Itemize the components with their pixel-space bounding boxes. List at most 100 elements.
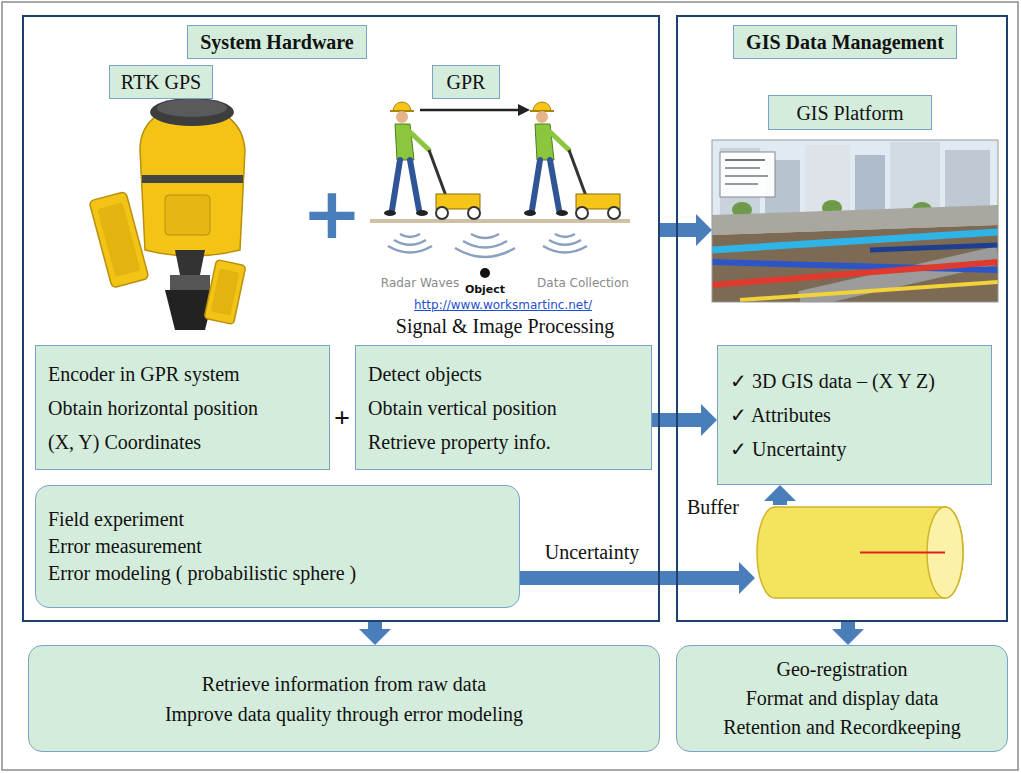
utility-pipe [740, 282, 998, 300]
radar-wave [388, 246, 432, 253]
radar-wave [463, 241, 507, 248]
radar-wave [394, 240, 426, 245]
antenna-top [157, 99, 227, 117]
box-text: Improve data quality through error model… [165, 699, 523, 729]
head [396, 111, 408, 123]
popup-line [725, 159, 765, 161]
output-box: ✓ 3D GIS data – (X Y Z)✓ Attributes✓ Unc… [717, 345, 992, 485]
leg [550, 160, 559, 210]
popup-line [725, 175, 768, 177]
box-text: (X, Y) Coordinates [48, 425, 317, 459]
radar-wave [455, 248, 515, 257]
popup-line [725, 167, 760, 169]
buffer-label: Buffer [687, 495, 739, 519]
box-text: Format and display data [746, 684, 939, 713]
gpr-operator [384, 102, 480, 219]
receiver-connector [175, 250, 205, 275]
info-popup [720, 152, 775, 197]
cylinder-shape [755, 505, 965, 600]
process-box: Field experimentError measurementError m… [35, 485, 520, 608]
cylinder-axis [860, 552, 945, 554]
utility-pipe [712, 262, 998, 285]
radar-waves [388, 234, 587, 257]
safety-vest [395, 124, 414, 160]
receiver-body [140, 105, 245, 256]
title-tag: GPR [432, 65, 500, 99]
tag-text: GIS Platform [796, 101, 903, 125]
title-tag: GIS Platform [768, 95, 932, 130]
cart-wheel [436, 207, 448, 219]
plus-sign: + [302, 177, 362, 249]
summary-box: Retrieve information from raw dataImprov… [28, 645, 660, 752]
antenna-cap [150, 98, 234, 126]
tag-text: GPR [447, 70, 486, 94]
flow-arrow [764, 485, 796, 505]
battery-body [89, 191, 149, 288]
buried-object [480, 268, 490, 278]
panel-heading: System Hardware [187, 25, 367, 59]
box-text: Detect objects [368, 357, 639, 391]
receiver-ring [170, 275, 210, 290]
receiver-panel [165, 195, 210, 235]
gps-battery [89, 191, 149, 288]
radar-wave [471, 234, 499, 238]
hard-hat [393, 102, 411, 111]
building [805, 145, 850, 218]
source-url: http://www.worksmartinc.net/ [414, 298, 592, 312]
arrow-shaft [368, 622, 382, 630]
box-text: Retrieve information from raw data [202, 669, 486, 699]
hard-hat [533, 102, 551, 111]
battery-body [204, 260, 246, 325]
process-box: Detect objectsObtain vertical positionRe… [355, 345, 652, 470]
tag-text: RTK GPS [121, 70, 202, 94]
building [890, 142, 940, 218]
battery-panel [211, 268, 240, 315]
section-caption: Signal & Image Processing [396, 314, 614, 338]
ground-line [370, 219, 630, 223]
utility-pipe [870, 245, 998, 250]
arm [548, 130, 569, 150]
leg [532, 160, 540, 210]
box-text: Field experiment [48, 506, 507, 533]
box-text: Error measurement [48, 533, 507, 560]
shoe [524, 210, 536, 216]
panel-frame: GIS Data ManagementGIS Platform ✓ 3D GIS … [676, 15, 1008, 622]
leg [392, 160, 400, 210]
cart-wheel [576, 207, 588, 219]
radar-wave [555, 234, 575, 237]
cart-handle [569, 150, 586, 196]
building [855, 155, 885, 218]
cart-wheel [608, 207, 620, 219]
panel-heading: GIS Data Management [733, 25, 957, 59]
arrow-head [739, 562, 755, 594]
cart-wheel [468, 207, 480, 219]
plus-sign: + [334, 401, 350, 435]
gps-battery [204, 260, 246, 325]
flow-arrow [652, 404, 717, 436]
flow-arrow [832, 622, 864, 645]
gis-scene [712, 140, 998, 302]
arrow-head [359, 629, 391, 645]
box-text: ✓ Uncertainty [730, 432, 979, 466]
arrow-shaft [520, 571, 740, 585]
shoe [384, 210, 396, 216]
arm [408, 130, 429, 150]
box-text: ✓ 3D GIS data – (X Y Z) [730, 364, 979, 398]
box-text: Geo-registration [776, 655, 907, 684]
arrow-head [701, 404, 717, 436]
leg [410, 160, 419, 210]
radar-wave [400, 234, 420, 237]
arrow-head [832, 629, 864, 645]
box-text: Obtain vertical position [368, 391, 639, 425]
utility-pipe [712, 232, 998, 250]
cart-handle [429, 150, 446, 196]
safety-vest [535, 124, 554, 160]
arrow-shaft [841, 622, 855, 630]
illustration-caption: Data Collection [537, 276, 629, 290]
battery-panel [97, 203, 140, 277]
illustration-caption: Radar Waves [381, 276, 459, 290]
block-arrow-shaft [660, 223, 698, 237]
popup-line [725, 183, 758, 185]
radar-wave [543, 246, 587, 253]
